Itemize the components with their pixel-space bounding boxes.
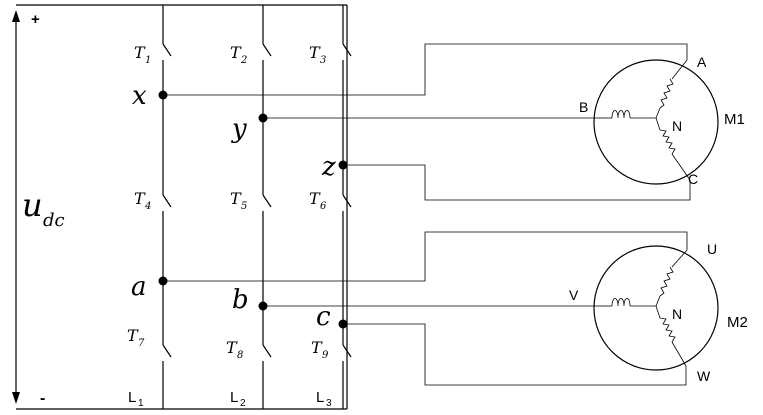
leg-label-l1: L1: [128, 389, 144, 409]
m1-neutral-label: N: [672, 118, 682, 134]
svg-text:3: 3: [320, 55, 326, 66]
switch-label-t6: T6: [309, 189, 327, 212]
udc-main: u: [22, 186, 43, 224]
switch-t5: [263, 195, 271, 207]
switch-label-t9: T9: [311, 338, 329, 361]
motor-m1: N A B C M1: [579, 54, 745, 187]
minus-sign: -: [40, 390, 45, 407]
switch-label-t1: T1: [134, 43, 151, 66]
m1-name-label: M1: [724, 111, 745, 128]
leg-label-l2: L2: [230, 389, 246, 409]
plus-sign: +: [31, 11, 40, 28]
m1-phase-a-label: A: [697, 54, 707, 70]
m1-phase-c-label: C: [688, 171, 698, 187]
m2-phase-w-label: W: [697, 368, 711, 384]
svg-text:5: 5: [241, 201, 247, 212]
svg-text:L: L: [128, 389, 136, 406]
leg-3: [339, 5, 352, 409]
switch-t1: [163, 44, 171, 56]
node-label-a: a: [131, 272, 147, 302]
m2-coil-v: [612, 299, 630, 307]
svg-text:3: 3: [326, 398, 332, 409]
switch-t2: [263, 44, 271, 56]
dc-voltage-arrow: [12, 10, 20, 404]
svg-text:1: 1: [138, 398, 144, 409]
udc-subscript: dc: [43, 210, 65, 231]
switch-label-t3: T3: [309, 43, 326, 66]
switch-label-t5: T5: [230, 189, 247, 212]
switch-t8: [263, 345, 271, 357]
m2-neutral-label: N: [672, 306, 682, 322]
m2-coil-u: [660, 267, 673, 296]
m1-phase-b-label: B: [579, 99, 588, 115]
svg-text:L: L: [230, 389, 238, 406]
node-label-b: b: [232, 285, 249, 315]
node-label-c: c: [316, 302, 331, 332]
leg-label-l3: L3: [316, 389, 332, 409]
node-label-x: x: [132, 81, 147, 111]
node-label-y: y: [231, 114, 247, 144]
udc-label: u dc: [22, 186, 65, 231]
switch-label-t4: T4: [134, 189, 151, 212]
node-label-z: z: [321, 152, 336, 182]
m2-phase-u-label: U: [707, 241, 717, 257]
motor-m2-housing: [594, 246, 718, 370]
m1-coil-b: [612, 111, 630, 119]
svg-text:2: 2: [240, 55, 247, 66]
switch-label-t7: T7: [127, 326, 145, 349]
motor-m2: N U V W M2: [569, 241, 748, 384]
switch-label-t2: T2: [230, 43, 247, 66]
m2-phase-v-label: V: [569, 287, 579, 303]
switch-t7: [163, 345, 171, 357]
leg-1: [159, 5, 172, 409]
svg-text:9: 9: [322, 350, 329, 361]
svg-text:7: 7: [138, 338, 145, 349]
m1-coil-a: [660, 79, 673, 108]
svg-text:6: 6: [320, 201, 327, 212]
switch-t4: [163, 195, 171, 207]
svg-text:2: 2: [240, 398, 246, 409]
m2-name-label: M2: [727, 314, 748, 331]
switch-label-t8: T8: [226, 338, 243, 361]
svg-text:1: 1: [145, 55, 151, 66]
svg-text:4: 4: [144, 201, 151, 212]
motor-m1-housing: [594, 60, 718, 184]
svg-text:L: L: [316, 389, 324, 406]
svg-text:8: 8: [237, 350, 243, 361]
leg-2: [259, 5, 272, 409]
